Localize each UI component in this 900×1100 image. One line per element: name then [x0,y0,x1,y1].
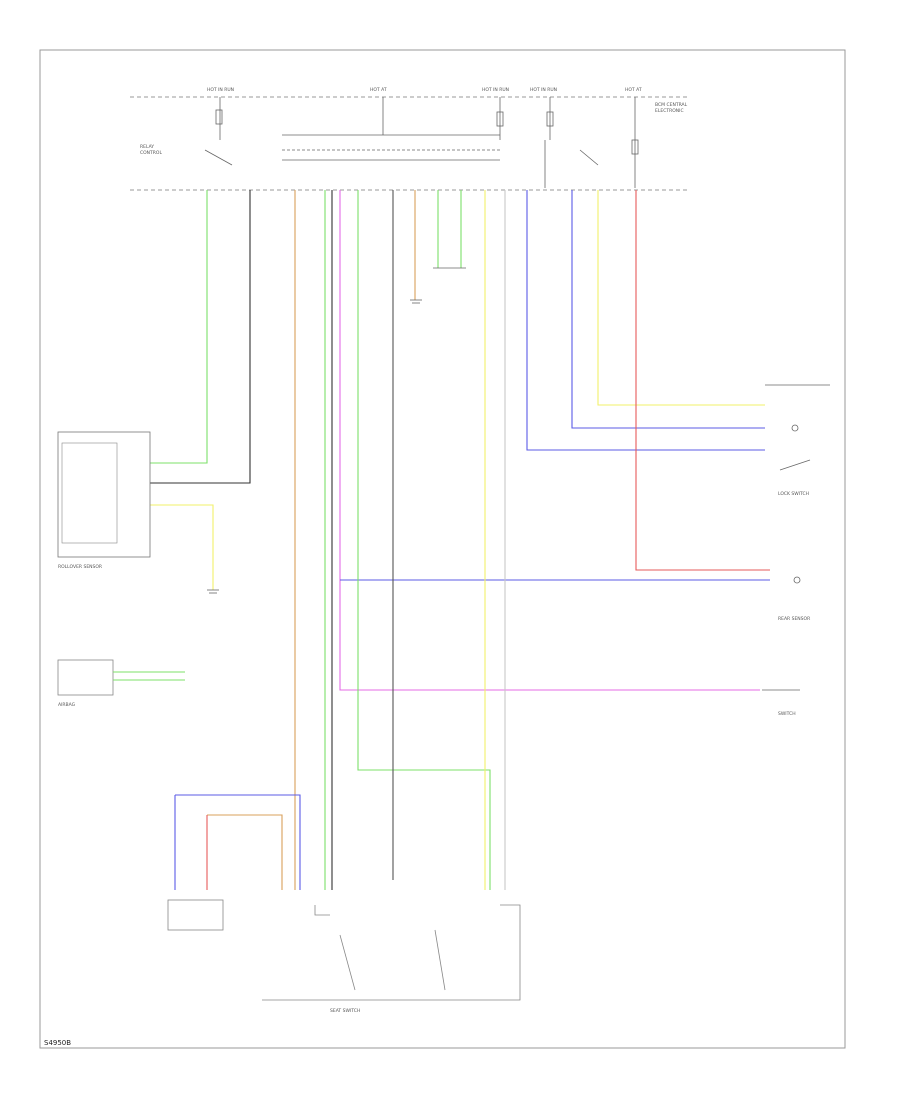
svg-text:HOT IN RUN: HOT IN RUN [530,87,557,93]
wire-yellow-ground [150,504,214,590]
svg-text:CONTROL: CONTROL [140,150,162,156]
diagram-border [39,49,846,1049]
wire-green-3 [357,190,491,890]
svg-text:LOCK SWITCH: LOCK SWITCH [778,491,809,497]
rollover-sensor-box [57,431,151,558]
wire-pink [339,190,760,691]
svg-text:SWITCH: SWITCH [778,711,796,717]
svg-text:ELECTRONIC: ELECTRONIC [655,108,684,114]
right-labels: LOCK SWITCH REAR SENSOR SWITCH [778,491,810,717]
fuse-labels: HOT IN RUN HOT AT HOT IN RUN HOT IN RUN … [140,87,688,156]
airbag-module-label: AIRBAG [58,702,76,708]
svg-text:HOT AT: HOT AT [625,87,642,93]
bottom-switch-assembly [167,794,521,1001]
wire-blue-2 [571,190,765,429]
wire-black-1 [150,190,251,484]
svg-text:HOT AT: HOT AT [370,87,387,93]
wire-yellow-switch [597,190,765,406]
harness-wires [150,190,770,890]
svg-text:RELAY: RELAY [140,144,154,150]
svg-text:REAR SENSOR: REAR SENSOR [778,616,810,622]
switch-components [762,384,830,691]
airbag-module-box [57,659,114,696]
svg-text:HOT IN RUN: HOT IN RUN [207,87,234,93]
ground-symbols [207,267,466,594]
rollover-sensor-label: ROLLOVER SENSOR [58,564,102,570]
rollover-sensor-inner [61,442,118,544]
fuse-feeds [204,97,639,188]
svg-text:HOT IN RUN: HOT IN RUN [482,87,509,93]
wire-red [635,190,770,571]
diagram-reference: S4950B [44,1039,71,1047]
wire-green-1 [150,190,208,464]
wire-blue-1 [526,190,765,451]
seat-switch-label: SEAT SWITCH [330,1008,360,1014]
svg-text:BCM CENTRAL: BCM CENTRAL [655,102,688,108]
airbag-module-wires [113,671,185,681]
